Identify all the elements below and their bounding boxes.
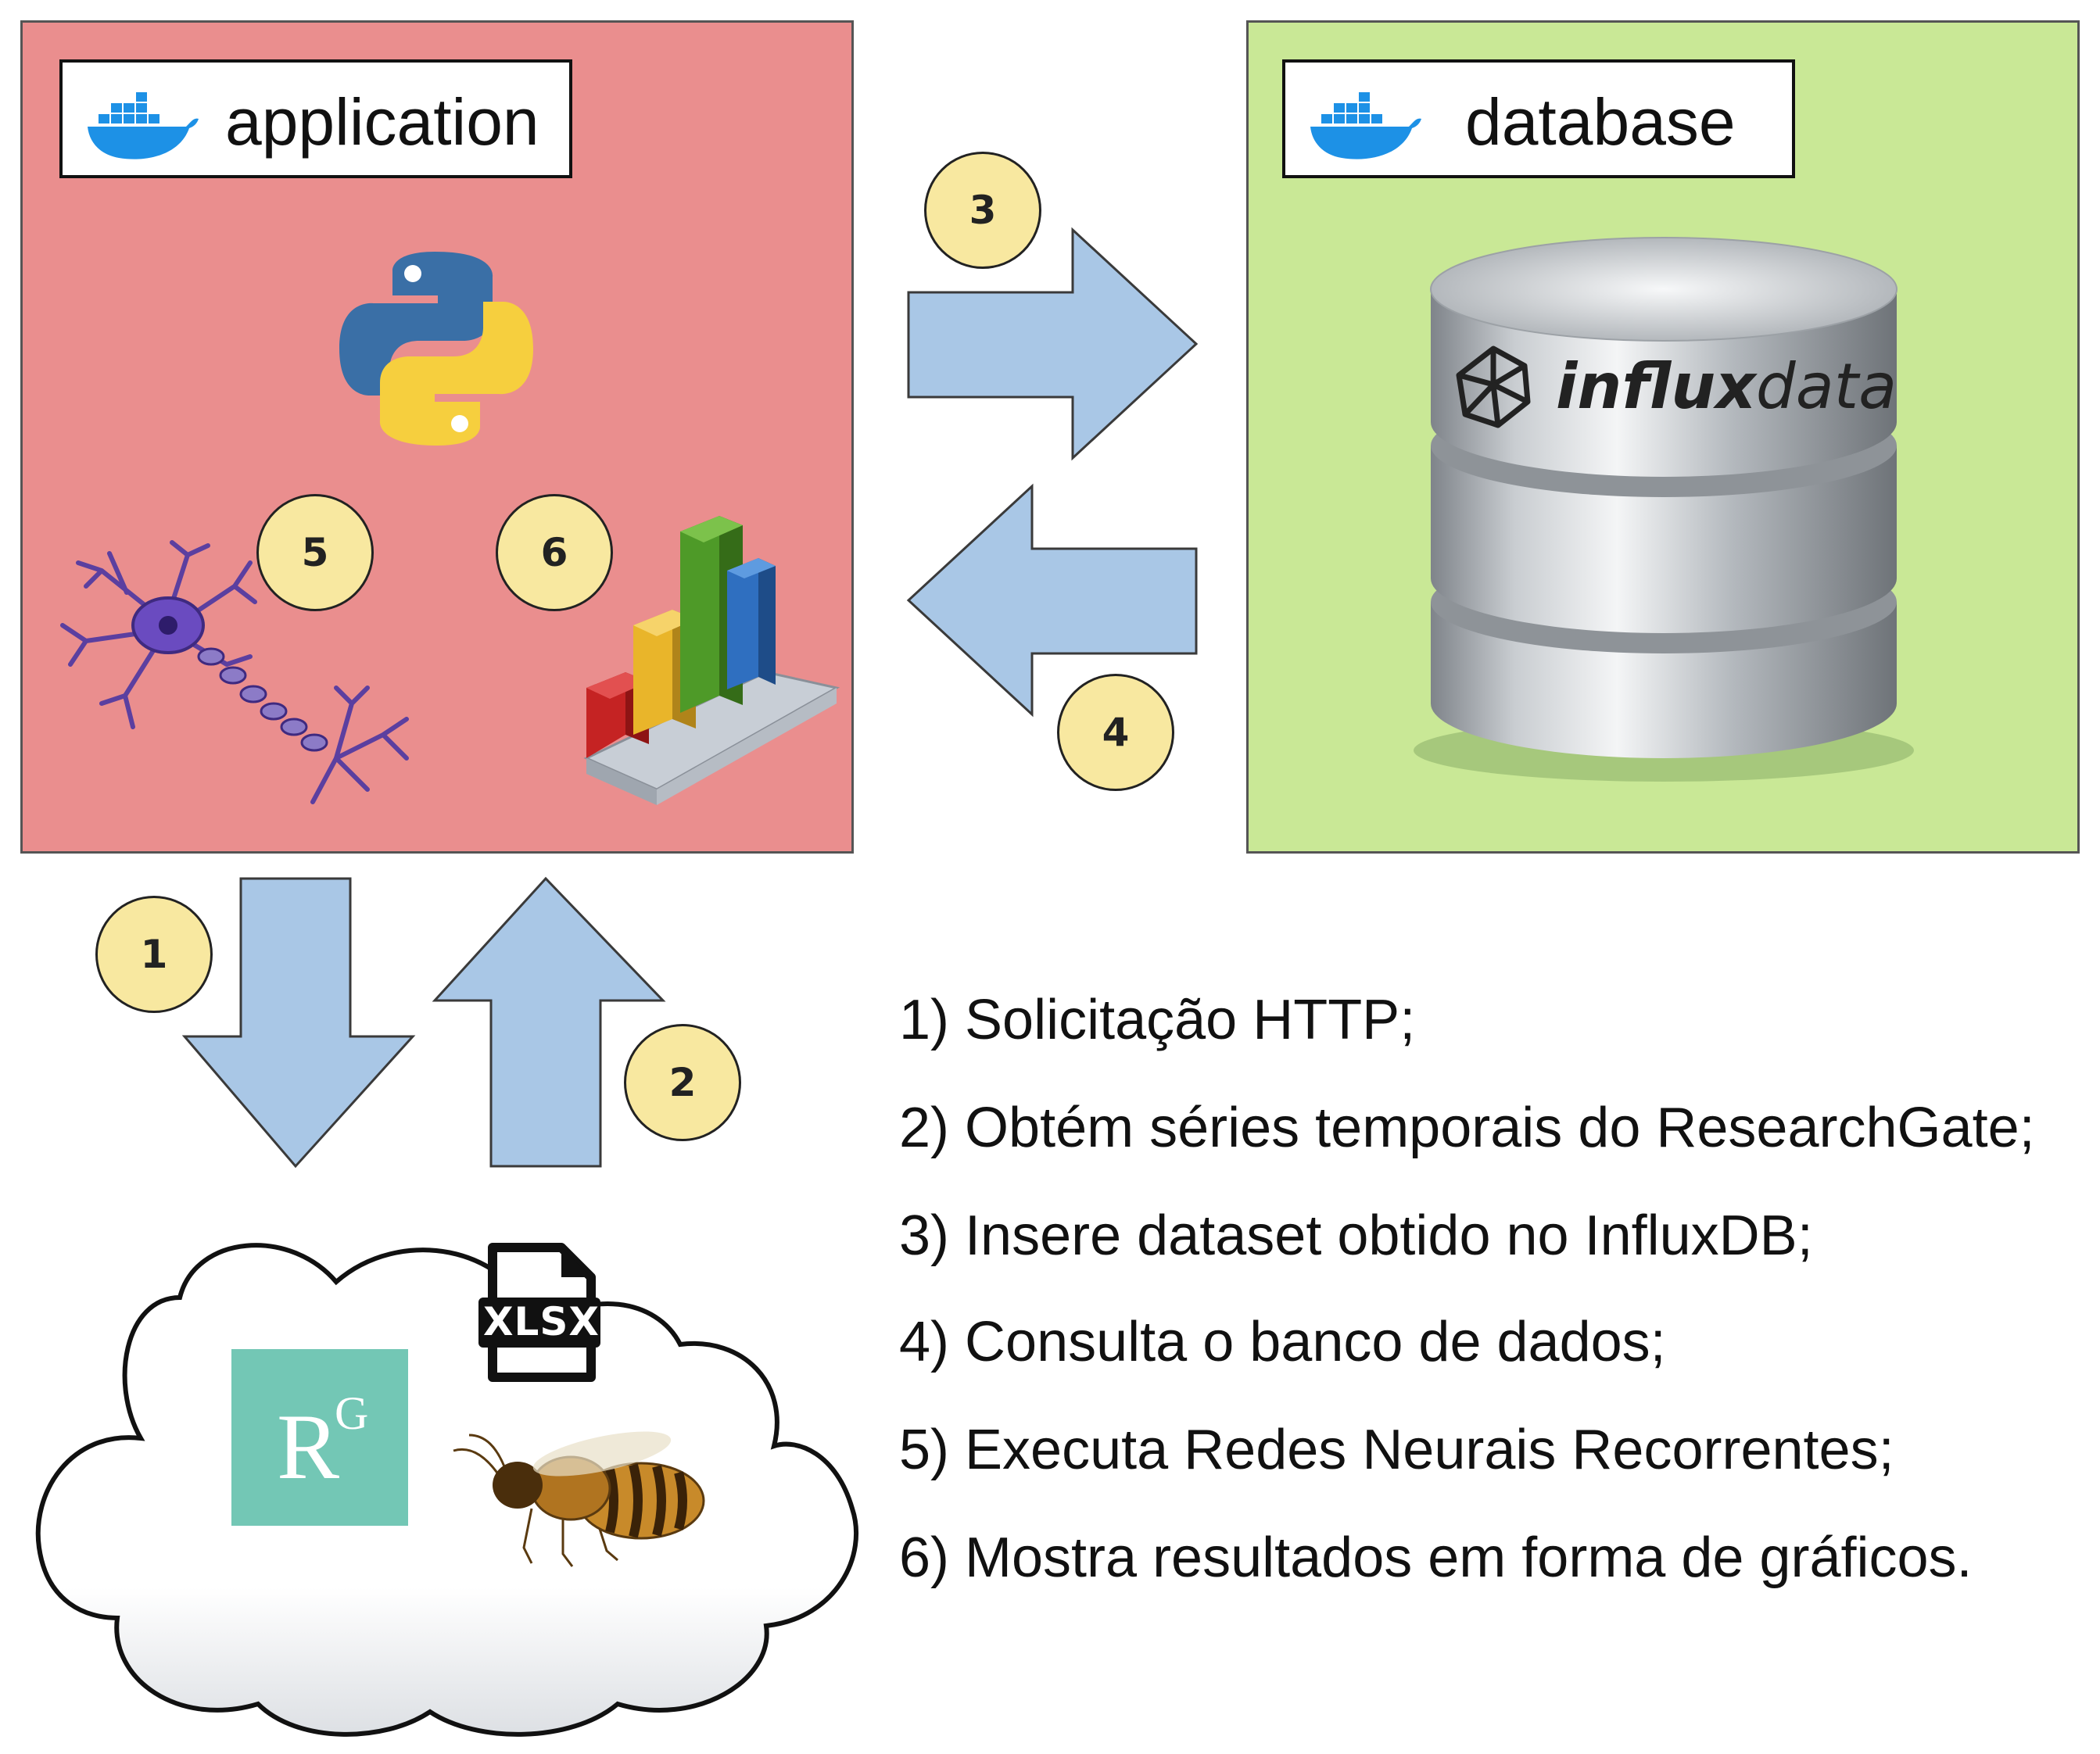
application-label: application [225,85,539,159]
researchgate-superscript: G [335,1387,369,1439]
step-5-badge: 5 [256,494,374,611]
database-label: database [1465,85,1736,159]
arrow-step-1 [181,877,416,1169]
researchgate-letter: R [277,1394,340,1498]
python-icon [339,252,533,446]
neuron-icon [60,540,409,804]
step-3-badge: 3 [924,152,1041,269]
arrow-step-2 [432,876,666,1168]
influxdata-wordmark: influxdata [1556,350,1897,423]
legend-item-1: 1) Solicitação HTTP; [899,989,1416,1051]
arrow-step-3 [907,227,1199,461]
docker-icon [88,92,199,159]
legend-item-5: 5) Executa Redes Neurais Recorrentes; [899,1419,1894,1481]
legend-item-4: 4) Consulta o banco de dados; [899,1311,1666,1373]
xlsx-file-icon: XLSX [477,1243,602,1384]
step-4-badge: 4 [1057,674,1174,791]
database-cylinder-icon [1414,237,1914,782]
researchgate-icon: R G [231,1349,408,1526]
bar-chart-icon [583,516,840,805]
step-1-badge: 1 [95,896,213,1013]
legend-item-2: 2) Obtém séries temporais do ResearchGat… [899,1097,2035,1159]
application-label-box: application [59,59,572,178]
step-2-badge: 2 [624,1024,741,1141]
database-label-box: database [1282,59,1795,178]
legend-item-3: 3) Insere dataset obtido no InfluxDB; [899,1205,1813,1267]
xlsx-label: XLSX [483,1299,600,1344]
influxdata-text-bold: influx [1556,350,1756,423]
step-6-badge: 6 [496,494,613,611]
influxdata-text-light: data [1755,350,1898,423]
docker-icon [1310,92,1421,159]
influxdata-logo-icon [1456,345,1531,428]
legend-item-6: 6) Mostra resultados em forma de gráfico… [899,1527,1973,1589]
bee-icon [453,1431,705,1567]
arrow-step-4 [906,483,1198,718]
